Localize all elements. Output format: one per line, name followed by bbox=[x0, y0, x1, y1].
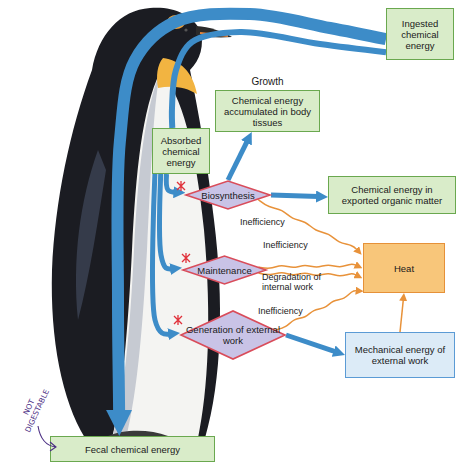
heat-box: Heat bbox=[363, 243, 445, 293]
mechanical-energy-box: Mechanical energy of external work bbox=[345, 332, 455, 378]
heat-loss-arrow bbox=[259, 264, 357, 268]
process-diamond: Biosynthesis bbox=[185, 180, 271, 210]
diamond-shape bbox=[181, 311, 285, 359]
node-text: Mechanical energy of external work bbox=[346, 344, 454, 366]
red-asterisk bbox=[182, 253, 190, 263]
energy-flow-arrow bbox=[228, 141, 247, 180]
diamond-shape bbox=[186, 181, 270, 209]
node-text: Absorbed chemical energy bbox=[153, 135, 209, 168]
handwritten-note: NOT DIGESTABLE bbox=[13, 379, 54, 439]
energy-box: Ingested chemical energy bbox=[386, 8, 454, 60]
node-text: Fecal chemical energy bbox=[82, 444, 183, 455]
node-text: Biosynthesis bbox=[198, 190, 257, 201]
red-asterisk bbox=[177, 181, 185, 191]
process-diamond: Maintenance bbox=[182, 255, 267, 285]
node-text: Chemical energy in exported organic matt… bbox=[329, 184, 455, 206]
energy-flow-arrow bbox=[160, 174, 173, 269]
node-text: Chemical energy accumulated in body tiss… bbox=[216, 95, 319, 128]
edge-label: Inefficiency bbox=[240, 217, 300, 227]
node-text: Heat bbox=[391, 263, 417, 274]
energy-box: Absorbed chemical energy bbox=[152, 128, 210, 174]
diamond-shape bbox=[183, 256, 266, 284]
edge-label: Inefficiency bbox=[258, 306, 318, 316]
penguin-flipper bbox=[76, 150, 106, 320]
node-heading: Growth bbox=[216, 76, 319, 88]
energy-box: Chemical energy in exported organic matt… bbox=[328, 176, 456, 214]
energy-box: GrowthChemical energy accumulated in bod… bbox=[215, 90, 320, 132]
node-text: Generation of external work bbox=[180, 324, 286, 346]
energy-flow-arrow bbox=[152, 174, 170, 334]
process-diamond: Generation of external work bbox=[180, 310, 286, 360]
energy-box: Fecal chemical energy bbox=[50, 436, 215, 462]
red-asterisk bbox=[174, 315, 182, 325]
penguin-illustration bbox=[52, 8, 232, 444]
edge-label: Inefficiency bbox=[263, 240, 323, 250]
node-text: Maintenance bbox=[194, 265, 254, 276]
energy-flow-arrow bbox=[286, 335, 336, 352]
energy-flow-arrow bbox=[172, 32, 386, 128]
energy-flow-arrow bbox=[271, 195, 318, 197]
energy-flow-arrow bbox=[166, 174, 175, 192]
node-text: Ingested chemical energy bbox=[387, 18, 453, 51]
heat-loss-arrow bbox=[400, 299, 403, 332]
penguin-eye bbox=[184, 28, 187, 31]
edge-label: Degradation of internal work bbox=[262, 272, 342, 292]
